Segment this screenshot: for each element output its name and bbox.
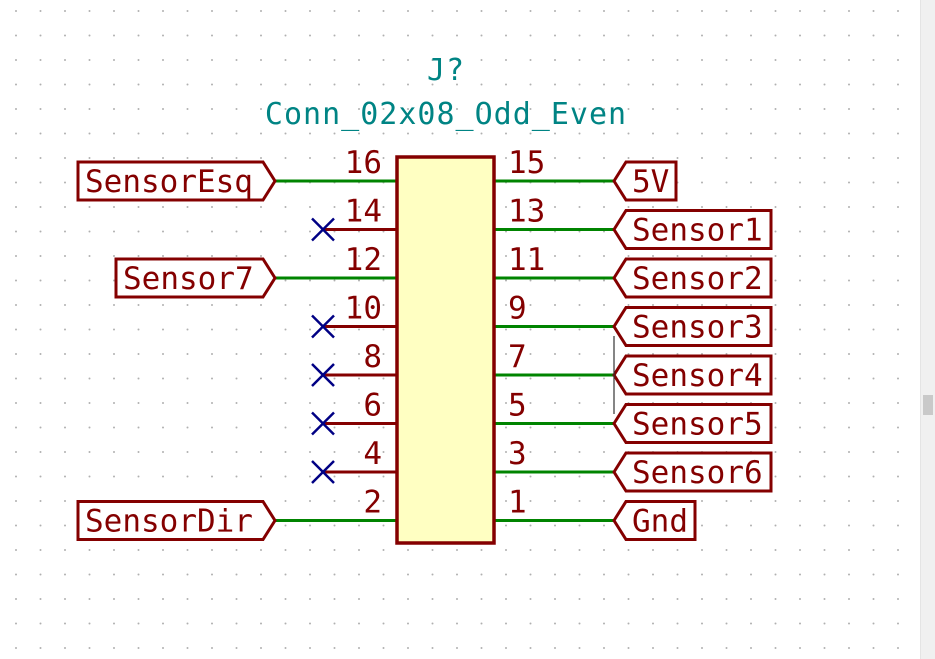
net-label-text: 5V bbox=[632, 164, 669, 200]
net-label[interactable]: Sensor4 bbox=[612, 354, 773, 396]
net-label-text: SensorEsq bbox=[85, 164, 253, 200]
net-label[interactable]: 5V bbox=[612, 160, 678, 202]
pin-number: 8 bbox=[363, 339, 382, 375]
pin-number: 3 bbox=[508, 436, 527, 472]
net-label-text: SensorDir bbox=[85, 504, 253, 540]
net-label-text: Sensor6 bbox=[632, 455, 763, 491]
pin-number: 9 bbox=[508, 291, 527, 327]
net-label[interactable]: Sensor5 bbox=[612, 403, 773, 444]
net-label[interactable]: SensorDir bbox=[76, 500, 277, 541]
net-label[interactable]: Sensor1 bbox=[612, 209, 773, 250]
no-connect-flag[interactable] bbox=[311, 411, 335, 436]
connector-body[interactable] bbox=[395, 155, 496, 545]
net-label-text: Sensor1 bbox=[632, 213, 763, 249]
pin-number: 6 bbox=[363, 388, 382, 424]
pin-number: 10 bbox=[345, 291, 382, 327]
grid bbox=[15, 10, 899, 649]
net-label-text: Sensor4 bbox=[632, 358, 763, 394]
no-connect-flag[interactable] bbox=[311, 363, 335, 387]
pin-number: 5 bbox=[508, 388, 527, 424]
net-label[interactable]: SensorEsq bbox=[76, 160, 277, 202]
net-label-text: Gnd bbox=[632, 504, 688, 540]
pin-number: 7 bbox=[508, 339, 527, 375]
net-label[interactable]: Sensor6 bbox=[612, 451, 773, 493]
pin-number: 12 bbox=[345, 242, 382, 278]
pin-numbers: 16 14 12 10 8 6 4 2 15 13 11 9 7 5 3 1 bbox=[345, 145, 546, 521]
scrollbar-thumb[interactable] bbox=[923, 395, 933, 415]
pin-number: 4 bbox=[363, 436, 382, 472]
pin-number: 15 bbox=[508, 145, 545, 181]
no-connect-markers bbox=[311, 217, 335, 484]
vertical-scrollbar[interactable] bbox=[920, 0, 935, 659]
wires bbox=[275, 179, 614, 522]
net-label[interactable]: Sensor2 bbox=[612, 257, 773, 299]
pin-number: 14 bbox=[345, 194, 382, 230]
pin-number: 13 bbox=[508, 194, 545, 230]
component-reference[interactable]: J? bbox=[427, 53, 465, 88]
net-label-text: Sensor5 bbox=[632, 407, 763, 443]
pin-number: 11 bbox=[508, 242, 545, 278]
pin-number: 1 bbox=[508, 485, 527, 521]
no-connect-flag[interactable] bbox=[311, 217, 335, 242]
net-label-text: Sensor7 bbox=[123, 261, 254, 297]
net-label[interactable]: Gnd bbox=[612, 500, 697, 541]
net-label[interactable]: Sensor3 bbox=[612, 306, 773, 347]
net-label-text: Sensor3 bbox=[632, 310, 763, 346]
no-connect-flag[interactable] bbox=[311, 314, 335, 339]
net-label-text: Sensor2 bbox=[632, 261, 763, 297]
pin-number: 2 bbox=[363, 485, 382, 521]
no-connect-flag[interactable] bbox=[311, 460, 335, 484]
pin-number: 16 bbox=[345, 145, 382, 181]
component-value[interactable]: Conn_02x08_Odd_Even bbox=[265, 97, 627, 132]
net-label[interactable]: Sensor7 bbox=[114, 257, 277, 299]
